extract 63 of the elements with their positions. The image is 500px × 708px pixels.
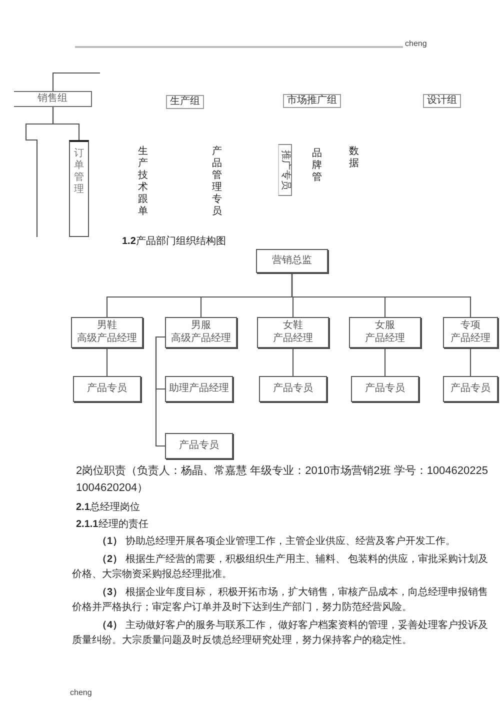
footer-text: cheng <box>70 688 92 698</box>
box-label: 男服 <box>191 320 211 332</box>
box-label: 女鞋 <box>283 320 303 332</box>
box-label: 产品专员 <box>365 383 405 395</box>
position-box <box>259 376 327 402</box>
box-label: 产品专员 <box>87 383 127 395</box>
header-text: cheng <box>405 39 427 49</box>
position-box <box>278 144 292 196</box>
box-label: 订单管理 <box>74 148 84 196</box>
duty-paragraph: （1） 协助总经理开展各项企业管理工作，主管企业供应、经营及客户开发工作。 <box>96 534 456 549</box>
connector-line <box>52 72 100 91</box>
box-label: 生产组 <box>170 96 200 108</box>
connector-line <box>155 336 165 447</box>
box-label: 高级产品经理 <box>77 333 137 345</box>
box-label: 产品专员 <box>179 440 219 452</box>
connector-line <box>25 107 54 237</box>
box-label: 营销总监 <box>272 255 312 267</box>
group-box <box>166 95 204 109</box>
box-label: 市场推广组 <box>287 95 337 107</box>
position-box <box>443 317 498 348</box>
position-box <box>443 376 498 402</box>
document-heading: 2岗位职责（负责人：杨晶、常嘉慧 年级专业：2010市场营销2班 学号：1004620225 1004620204） <box>75 464 489 496</box>
box-label: 高级产品经理 <box>171 333 231 345</box>
chart-heading: 1.2产品部门组织结构图 <box>122 236 226 248</box>
position-box <box>165 433 233 459</box>
box-label: 助理产品经理 <box>169 383 229 395</box>
group-box <box>283 94 341 108</box>
box-label: 女服 <box>375 320 395 332</box>
position-box <box>73 376 141 402</box>
box-label: 专项 <box>460 320 480 332</box>
position-box <box>71 317 143 348</box>
connector-line <box>291 273 472 317</box>
duty-paragraph: （3） 根据企业年度目标， 积极开拓市场，扩大销售，审核产品成本，向总经理申报销售价格并严格执行；审定客户订单并及时下达到生产部门，努力防范经营风险。 <box>72 586 490 615</box>
section-heading: 2.1总经理岗位 <box>75 501 141 514</box>
vertical-label: 生产技术跟单 <box>138 146 148 218</box>
position-box <box>257 317 329 348</box>
group-box <box>423 94 461 108</box>
box-label: 产品经理 <box>450 333 490 345</box>
position-box <box>351 376 419 402</box>
box-label: 推广专员 <box>280 150 290 190</box>
position-box <box>256 249 328 273</box>
position-box <box>165 317 237 348</box>
box-label: 男鞋 <box>97 320 117 332</box>
duty-paragraph: （4） 主动做好客户的服务与联系工作， 做好客户档案资料的管理，妥善处理客户投诉及质量纠纷。大宗质量问题及时反馈总经理研究处理，努力保持客户的稳定性。 <box>72 618 490 648</box>
position-box <box>349 317 421 348</box>
duty-paragraph: （2） 根据生产经营的需要，积极组织生产用主、辅料、 包装料的供应，审批采购计划及价格、大宗物资采购报总经理批准。 <box>72 552 490 582</box>
box-label: 产品专员 <box>450 383 490 395</box>
box-label: 销售组 <box>38 93 68 105</box>
box-label: 产品经理 <box>365 333 405 345</box>
vertical-label: 数据 <box>349 146 359 170</box>
vertical-label: 产品管理专员 <box>212 146 222 218</box>
section-heading: 2.1.1经理的责任 <box>75 518 150 531</box>
box-label: 产品专员 <box>273 383 313 395</box>
connector-line <box>470 348 472 376</box>
vertical-label: 品牌管 <box>312 148 322 184</box>
box-label: 设计组 <box>427 95 457 107</box>
box-label: 产品经理 <box>273 333 313 345</box>
connector-line <box>384 348 386 376</box>
connector-line <box>292 348 294 376</box>
position-box <box>165 376 233 402</box>
group-box <box>14 91 92 107</box>
position-box <box>69 140 89 237</box>
connector-line <box>106 348 108 376</box>
